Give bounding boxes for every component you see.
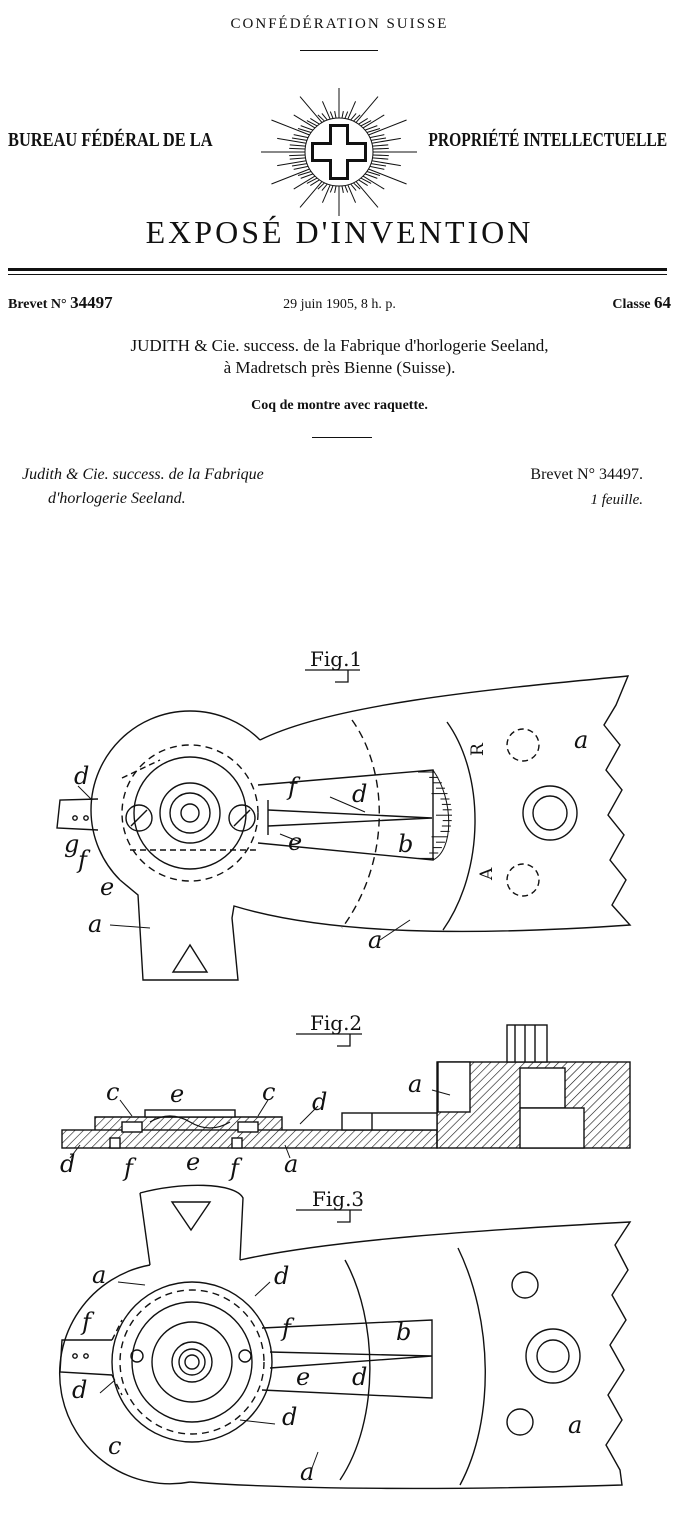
- figure-3: Fig.3: [59, 1184, 632, 1490]
- classe-number: 64: [654, 293, 671, 312]
- applicant-line-1: JUDITH & Cie. success. de la Fabrique d'…: [130, 336, 549, 355]
- fig3-reference-letter: d: [282, 1403, 297, 1431]
- fig2-reference-letter: d: [60, 1150, 75, 1178]
- fig3-reference-letter: f: [80, 1308, 95, 1336]
- patent-number: Brevet N° 34497: [8, 293, 113, 313]
- brevet-prefix: Brevet N°: [8, 297, 67, 312]
- fig1-scale-r: R: [468, 742, 488, 756]
- fig1-reference-letter: g: [64, 830, 79, 858]
- fig1-reference-letter: a: [88, 910, 102, 938]
- fig1-reference-letter: e: [288, 828, 302, 856]
- fig3-reference-letter: a: [300, 1458, 314, 1486]
- fig3-reference-letter: a: [568, 1411, 582, 1439]
- bureau-left-text: BUREAU FÉDÉRAL DE LA: [8, 129, 213, 151]
- fig1-label: Fig.1: [310, 647, 362, 671]
- fig1-reference-letter: d: [352, 780, 367, 808]
- swiss-cross-emblem: [261, 88, 417, 216]
- fig2-reference-letter: a: [284, 1150, 298, 1178]
- sheet-count: 1 feuille.: [590, 492, 644, 508]
- fig2-label: Fig.2: [310, 1011, 362, 1035]
- fig1-reference-letter: d: [74, 762, 89, 790]
- fig3-reference-letter: e: [296, 1363, 310, 1391]
- patent-drawings: Fig.1: [56, 647, 632, 1490]
- fig3-reference-letter: a: [92, 1261, 106, 1289]
- classe-prefix: Classe: [612, 297, 651, 312]
- fig3-reference-letter: d: [352, 1363, 367, 1391]
- fig2-reference-letter: a: [408, 1070, 422, 1098]
- title-rule-thin: [8, 274, 667, 275]
- fig1-reference-letter: a: [574, 726, 588, 754]
- fig2-reference-letter: d: [312, 1088, 327, 1116]
- fig1-reference-letter: e: [100, 873, 114, 901]
- fig3-reference-letter: b: [396, 1318, 411, 1346]
- fig2-reference-letter: c: [262, 1078, 275, 1106]
- bureau-right-text: PROPRIÉTÉ INTELLECTUELLE: [428, 129, 667, 151]
- figure-2: Fig.2: [61, 1011, 631, 1159]
- fig1-reference-letter: f: [76, 846, 91, 874]
- fig1-reference-letter: a: [368, 926, 382, 954]
- header-divider: [300, 50, 378, 51]
- fig3-reference-letter: f: [280, 1314, 295, 1342]
- fig2-reference-letter: f: [122, 1154, 137, 1182]
- applicant-line-2: à Madretsch près Bienne (Suisse).: [223, 358, 456, 377]
- fig3-reference-letter: d: [72, 1376, 87, 1404]
- patent-classe: Classe 64: [612, 293, 671, 313]
- fig2-reference-letter: e: [186, 1148, 200, 1176]
- confederation-heading: CONFÉDÉRATION SUISSE: [230, 16, 449, 32]
- document-title: EXPOSÉ D'INVENTION: [145, 214, 534, 250]
- fig1-reference-letter: b: [398, 830, 413, 858]
- fig3-reference-letter: c: [108, 1432, 121, 1460]
- sheet-applicant-line-1: Judith & Cie. success. de la Fabrique: [22, 466, 264, 483]
- patent-date: 29 juin 1905, 8 h. p.: [283, 297, 396, 312]
- fig2-reference-letter: f: [228, 1154, 243, 1182]
- sheet-brevet-number: Brevet N° 34497.: [530, 466, 643, 483]
- fig2-reference-letter: c: [106, 1078, 119, 1106]
- fig3-reference-letter: d: [274, 1262, 289, 1290]
- figure-1: Fig.1: [56, 647, 632, 981]
- fig2-reference-letter: e: [170, 1080, 184, 1108]
- fig3-label: Fig.3: [312, 1187, 364, 1211]
- subject-divider: [312, 437, 372, 438]
- fig1-scale-a: A: [477, 867, 497, 881]
- sheet-applicant-line-2: d'horlogerie Seeland.: [48, 490, 186, 507]
- patent-subject: Coq de montre avec raquette.: [251, 398, 428, 413]
- fig1-reference-letter: f: [286, 773, 301, 801]
- title-rule-thick: [8, 268, 667, 271]
- brevet-number: 34497: [70, 293, 113, 312]
